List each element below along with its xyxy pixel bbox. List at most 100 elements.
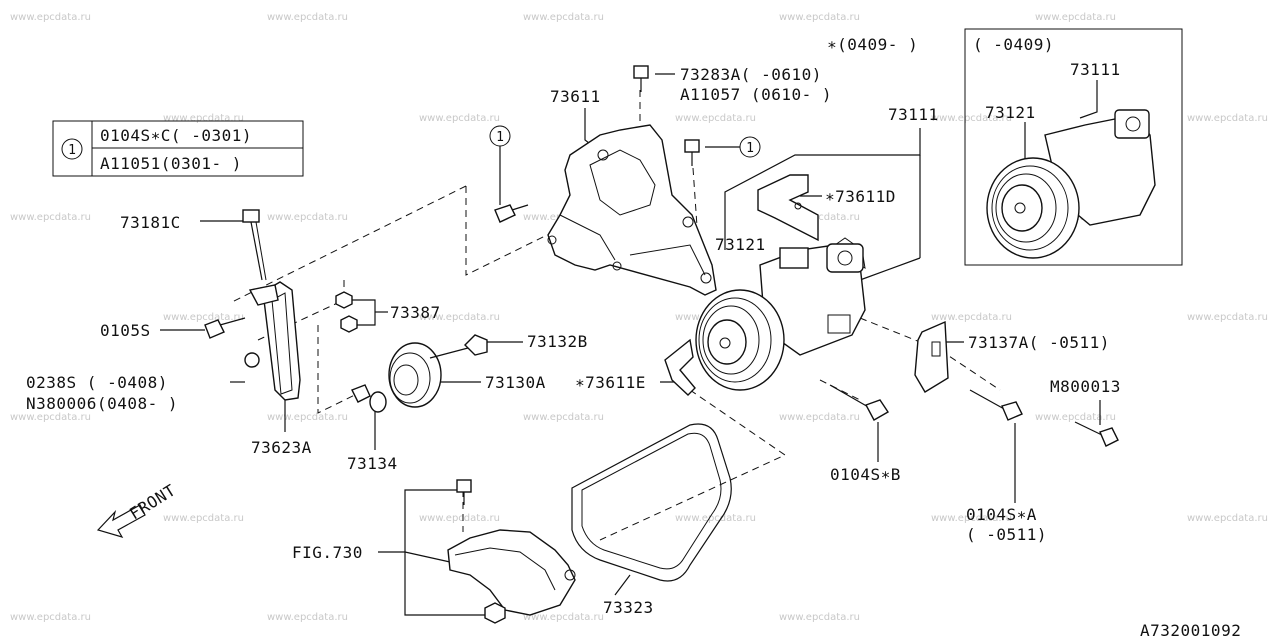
compressor-73111-drawing [695,237,866,391]
bolt-shank [829,384,871,409]
label-fig730: FIG.730 [292,543,363,562]
spacer [369,391,387,413]
bolt-head [464,334,488,356]
guide-line [231,185,467,303]
leader-line [859,257,921,281]
label-73611e: ∗73611E [575,373,646,392]
cover-fig730-drawing [447,479,576,624]
bracket-hole [682,216,694,228]
label-0104sb: 0104S∗B [830,465,901,484]
bracket-plate [914,320,949,393]
spacer-tab [351,384,371,403]
label-0104sa-range: ( -0511) [966,525,1047,544]
inset-label-73111: 73111 [1070,60,1121,79]
label-73111: 73111 [888,105,939,124]
guide-line [257,280,345,341]
bolt-head [1001,401,1023,421]
bolt-shank [250,221,263,281]
labels: ∗(0409- ) 73111 73283A( -0610) A11057 (0… [26,35,1241,640]
clutch-plate [1001,184,1043,232]
diagram-id: A732001092 [1140,621,1241,639]
watermark: www.epcdata.ru [523,612,604,623]
bolt-head [242,209,260,223]
cover-hole [564,569,576,581]
fitting-port [837,250,853,266]
idler-pulley-drawing [351,334,488,413]
label-0104sa: 0104S∗A [966,505,1037,524]
label-73132b: 73132B [527,332,588,351]
watermark: www.epcdata.ru [1187,312,1268,323]
label-73623a: 73623A [251,438,312,457]
watermark: www.epcdata.ru [1187,113,1268,124]
watermark: www.epcdata.ru [779,612,860,623]
ref-circle-label: 1 [746,141,754,156]
label-0238s: 0238S ( -0408) [26,373,168,392]
ref-circles: 1 1 [489,125,761,205]
watermark: www.epcdata.ru [10,412,91,423]
watermark: www.epcdata.ru [931,312,1012,323]
assembly-guides [231,90,1001,541]
pulley-groove [698,297,772,383]
inset-border [964,28,1183,266]
bracket-hole [612,261,622,271]
watermark: www.epcdata.ru [675,513,756,524]
long-bolts-drawing [829,384,1119,447]
leader-line [404,551,451,563]
watermark-grid: www.epcdata.ru www.epcdata.ru www.epcdat… [10,12,1268,623]
arrow-icon [96,504,146,538]
watermark: www.epcdata.ru [931,513,1012,524]
legend-ref: 1 [68,143,76,158]
watermark: www.epcdata.ru [267,212,348,223]
bracket-plate [664,338,696,396]
watermark: www.epcdata.ru [419,513,500,524]
guide-line [819,379,861,401]
bracket-recess [589,149,656,216]
ref-circle-label: 1 [496,130,504,145]
label-73134: 73134 [347,454,398,473]
bolt-head [633,65,649,79]
bracket-tab [248,284,279,306]
label-73611d: ∗73611D [825,187,896,206]
label-73283a: 73283A( -0610) [680,65,822,84]
nuts-73387-drawing [335,291,358,333]
nut [484,602,506,624]
bolt-73283a-drawing [633,65,649,92]
bolt-shank [255,221,267,281]
bolt-head [456,479,472,493]
bracket-73611d-drawing [757,174,819,242]
bolt-head [494,204,516,223]
legend-ref-circle [61,138,83,160]
bracket-hole [794,202,802,210]
bracket-slot [931,341,941,357]
compressor-fitting [779,247,809,269]
watermark: www.epcdata.ru [1035,12,1116,23]
inset-compressor-drawing [986,109,1156,259]
bracket-73611e-drawing [664,338,696,396]
bracket-rib [629,244,706,276]
idler-pulley [388,342,442,408]
legend-table: 1 0104S∗C( -0301) A11051(0301- ) [52,120,304,177]
bracket-slot [271,292,293,395]
bracket-hole [597,149,609,161]
leader-line [614,574,631,596]
watermark: www.epcdata.ru [267,612,348,623]
label-73181c: 73181C [120,213,181,232]
pulley-groove [702,305,760,375]
bracket-plate [757,174,819,242]
label-m800013: M800013 [1050,377,1121,396]
legend-row-1: 0104S∗C( -0301) [100,126,252,145]
watermark: www.epcdata.ru [419,312,500,323]
watermark: www.epcdata.ru [523,12,604,23]
leader-line [1079,80,1098,119]
watermark: www.epcdata.ru [779,12,860,23]
pulley-groove [991,165,1069,251]
watermark: www.epcdata.ru [779,412,860,423]
label-0105s: 0105S [100,321,151,340]
leader-line [724,128,921,250]
pulley-hub [393,364,419,396]
compressor-mount [827,314,851,334]
fitting-port [1125,116,1141,132]
compressor-fitting [826,243,864,273]
inset-box: ( -0409) 73111 73121 [964,28,1183,266]
front-arrow: FRONT [96,480,179,538]
